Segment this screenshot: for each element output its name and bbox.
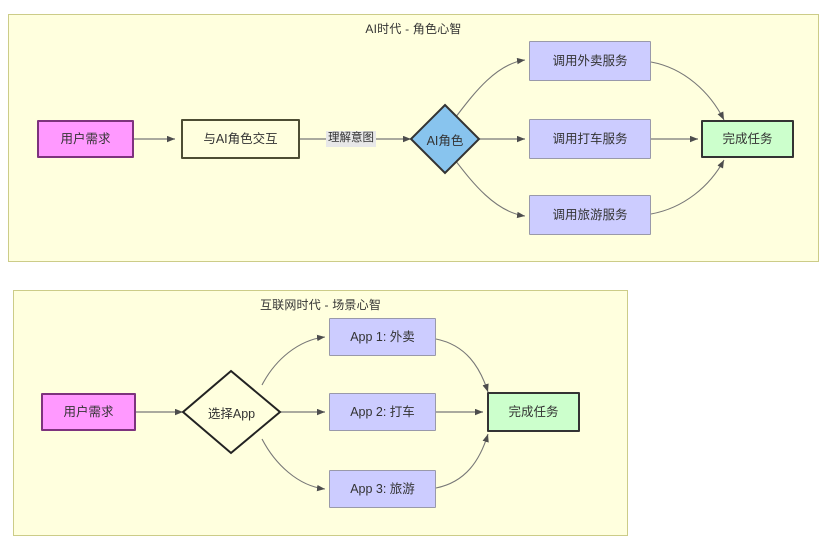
panel-ai-era-title: AI时代 - 角色心智 — [365, 22, 462, 36]
node-call-ride-hailing-service[interactable]: 调用打车服务 — [529, 119, 651, 159]
node-user-need-ai[interactable]: 用户需求 — [37, 120, 134, 158]
node-task-complete-internet[interactable]: 完成任务 — [487, 392, 580, 432]
node-app1-food-delivery[interactable]: App 1: 外卖 — [329, 318, 436, 356]
panel-internet-era-title: 互联网时代 - 场景心智 — [259, 298, 382, 312]
node-task-complete-ai[interactable]: 完成任务 — [701, 120, 794, 158]
node-app3-travel[interactable]: App 3: 旅游 — [329, 470, 436, 508]
node-call-travel-service[interactable]: 调用旅游服务 — [529, 195, 651, 235]
edge-label-understand-intent: 理解意图 — [326, 131, 376, 147]
node-app2-ride-hailing[interactable]: App 2: 打车 — [329, 393, 436, 431]
node-interact-with-ai-role[interactable]: 与AI角色交互 — [181, 119, 300, 159]
node-user-need-internet[interactable]: 用户需求 — [41, 393, 136, 431]
node-choose-app-decision[interactable]: 选择App — [183, 371, 280, 453]
node-ai-role-label: AI角色 — [426, 133, 464, 148]
node-choose-app-label: 选择App — [207, 406, 256, 421]
node-call-food-delivery-service[interactable]: 调用外卖服务 — [529, 41, 651, 81]
node-ai-role-decision[interactable]: AI角色 — [411, 105, 479, 173]
